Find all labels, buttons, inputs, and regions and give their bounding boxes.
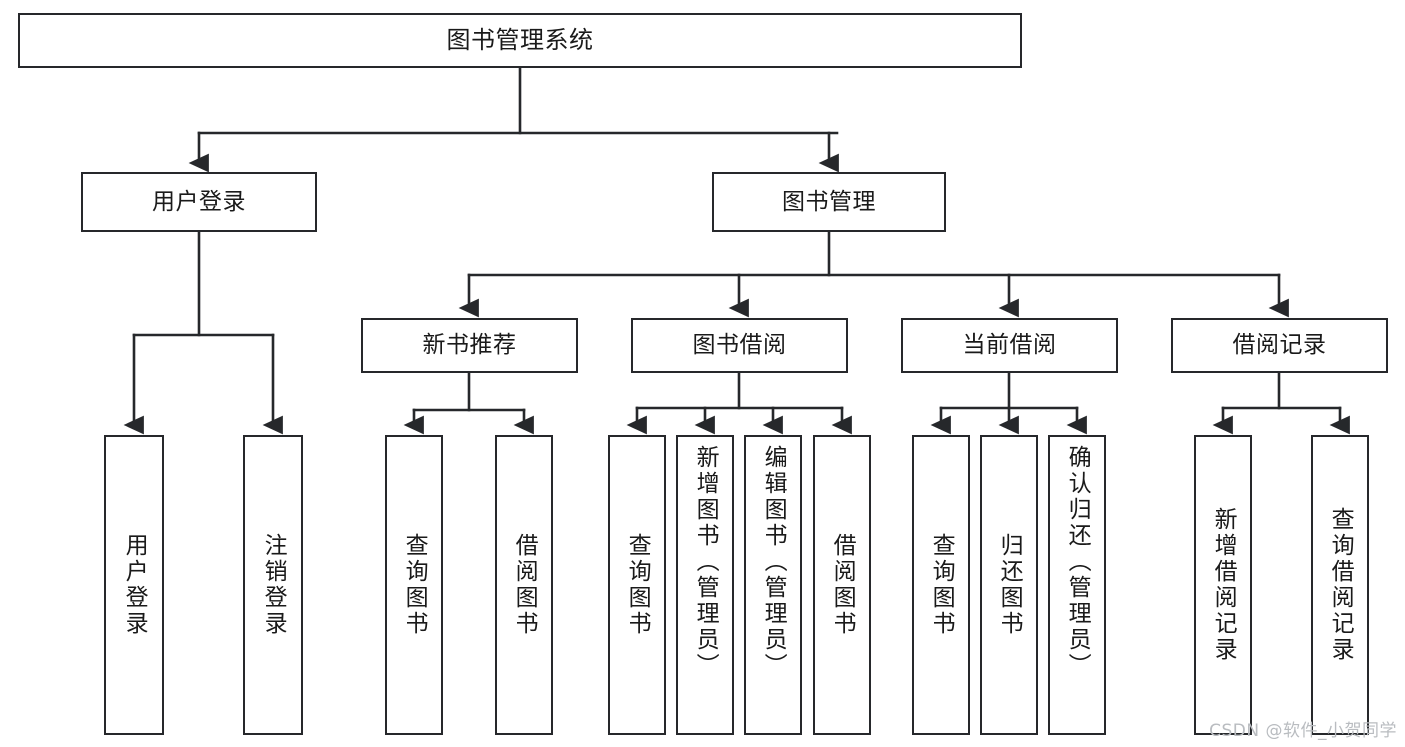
- node-leaf-logout-label: 注销登录: [260, 533, 287, 637]
- node-leaf-logout[interactable]: 注销登录: [243, 435, 303, 735]
- node-new-book-recommend-label: 新书推荐: [422, 332, 517, 359]
- node-borrow-record-label: 借阅记录: [1232, 332, 1327, 359]
- node-leaf-add-borrow-record-label: 新增借阅记录: [1210, 507, 1237, 663]
- node-leaf-confirm-return[interactable]: 确认归还（管理员）: [1048, 435, 1106, 735]
- node-leaf-user-login[interactable]: 用户登录: [104, 435, 164, 735]
- node-user-login-label: 用户登录: [152, 188, 246, 215]
- node-book-borrow[interactable]: 图书借阅: [631, 318, 848, 373]
- node-leaf-query-book-recommend-label: 查询图书: [401, 533, 428, 637]
- node-leaf-edit-book-label: 编辑图书（管理员）: [760, 445, 787, 679]
- node-leaf-query-borrow-record-label: 查询借阅记录: [1327, 507, 1354, 663]
- node-leaf-add-book[interactable]: 新增图书（管理员）: [676, 435, 734, 735]
- node-leaf-edit-book[interactable]: 编辑图书（管理员）: [744, 435, 802, 735]
- node-leaf-borrow-book-recommend[interactable]: 借阅图书: [495, 435, 553, 735]
- node-book-borrow-label: 图书借阅: [692, 332, 787, 359]
- node-leaf-return-book-label: 归还图书: [996, 533, 1023, 637]
- node-leaf-query-book-borrow-label: 查询图书: [624, 533, 651, 637]
- node-leaf-query-borrow-record[interactable]: 查询借阅记录: [1311, 435, 1369, 735]
- node-leaf-borrow-book-recommend-label: 借阅图书: [511, 533, 538, 637]
- node-book-management-label: 图书管理: [782, 188, 876, 215]
- node-current-borrow[interactable]: 当前借阅: [901, 318, 1118, 373]
- node-leaf-query-book-current-label: 查询图书: [928, 533, 955, 637]
- node-leaf-user-login-label: 用户登录: [121, 533, 148, 637]
- node-borrow-record[interactable]: 借阅记录: [1171, 318, 1388, 373]
- node-leaf-add-book-label: 新增图书（管理员）: [692, 445, 719, 679]
- node-leaf-borrow-book-borrow[interactable]: 借阅图书: [813, 435, 871, 735]
- node-new-book-recommend[interactable]: 新书推荐: [361, 318, 578, 373]
- node-book-management[interactable]: 图书管理: [712, 172, 946, 232]
- node-leaf-add-borrow-record[interactable]: 新增借阅记录: [1194, 435, 1252, 735]
- csdn-watermark: CSDN @软件_小贺同学: [1209, 721, 1397, 741]
- node-leaf-query-book-recommend[interactable]: 查询图书: [385, 435, 443, 735]
- node-user-login[interactable]: 用户登录: [81, 172, 317, 232]
- node-leaf-query-book-current[interactable]: 查询图书: [912, 435, 970, 735]
- node-leaf-query-book-borrow[interactable]: 查询图书: [608, 435, 666, 735]
- node-leaf-confirm-return-label: 确认归还（管理员）: [1064, 445, 1091, 679]
- node-leaf-borrow-book-borrow-label: 借阅图书: [829, 533, 856, 637]
- node-root-system[interactable]: 图书管理系统: [18, 13, 1022, 68]
- node-leaf-return-book[interactable]: 归还图书: [980, 435, 1038, 735]
- node-current-borrow-label: 当前借阅: [962, 332, 1057, 359]
- node-root-system-label: 图书管理系统: [446, 25, 594, 54]
